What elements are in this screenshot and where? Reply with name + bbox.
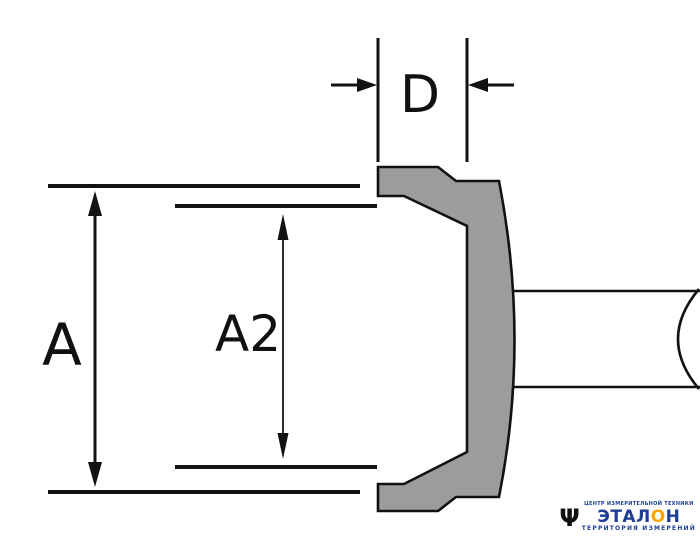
logo-top-text: ЦЕНТР ИЗМЕРИТЕЛЬНОЙ ТЕХНИКИ [584,501,694,508]
dim-a-arrowhead-top [88,191,102,216]
dim-d-label: D [400,65,440,125]
tip-cross-section-shape [376,165,516,513]
tuning-fork-icon: Ψ [559,503,580,532]
dim-d-arrowhead-left [357,78,377,92]
logo-brand-name: ЭТАЛОН [597,506,681,527]
dim-d-arrowhead-right [468,78,488,92]
logo-name-post: Н [665,506,681,527]
logo-bottom-text: ТЕРРИТОРИЯ ИЗМЕРЕНИЙ [581,525,696,533]
dim-d: D [331,38,514,162]
dim-a-label: A [42,311,82,379]
dim-a: A [42,184,360,494]
dim-a2: A2 [175,204,377,469]
logo-name-pre: ЭТАЛ [597,506,651,527]
tip-body [376,165,700,513]
dim-a2-arrowhead-bottom [277,433,289,459]
dim-a2-arrowhead-top [277,214,289,240]
logo-name-o: О [650,506,666,527]
shaft-end-arc [676,288,700,390]
logo-etalon: Ψ ЦЕНТР ИЗМЕРИТЕЛЬНОЙ ТЕХНИКИ ЭТАЛОН ТЕР… [559,502,696,533]
logo-text-block: ЦЕНТР ИЗМЕРИТЕЛЬНОЙ ТЕХНИКИ ЭТАЛОН ТЕРРИ… [582,502,696,533]
dim-a2-label: A2 [215,305,281,363]
dim-a-arrowhead-bottom [88,462,102,487]
